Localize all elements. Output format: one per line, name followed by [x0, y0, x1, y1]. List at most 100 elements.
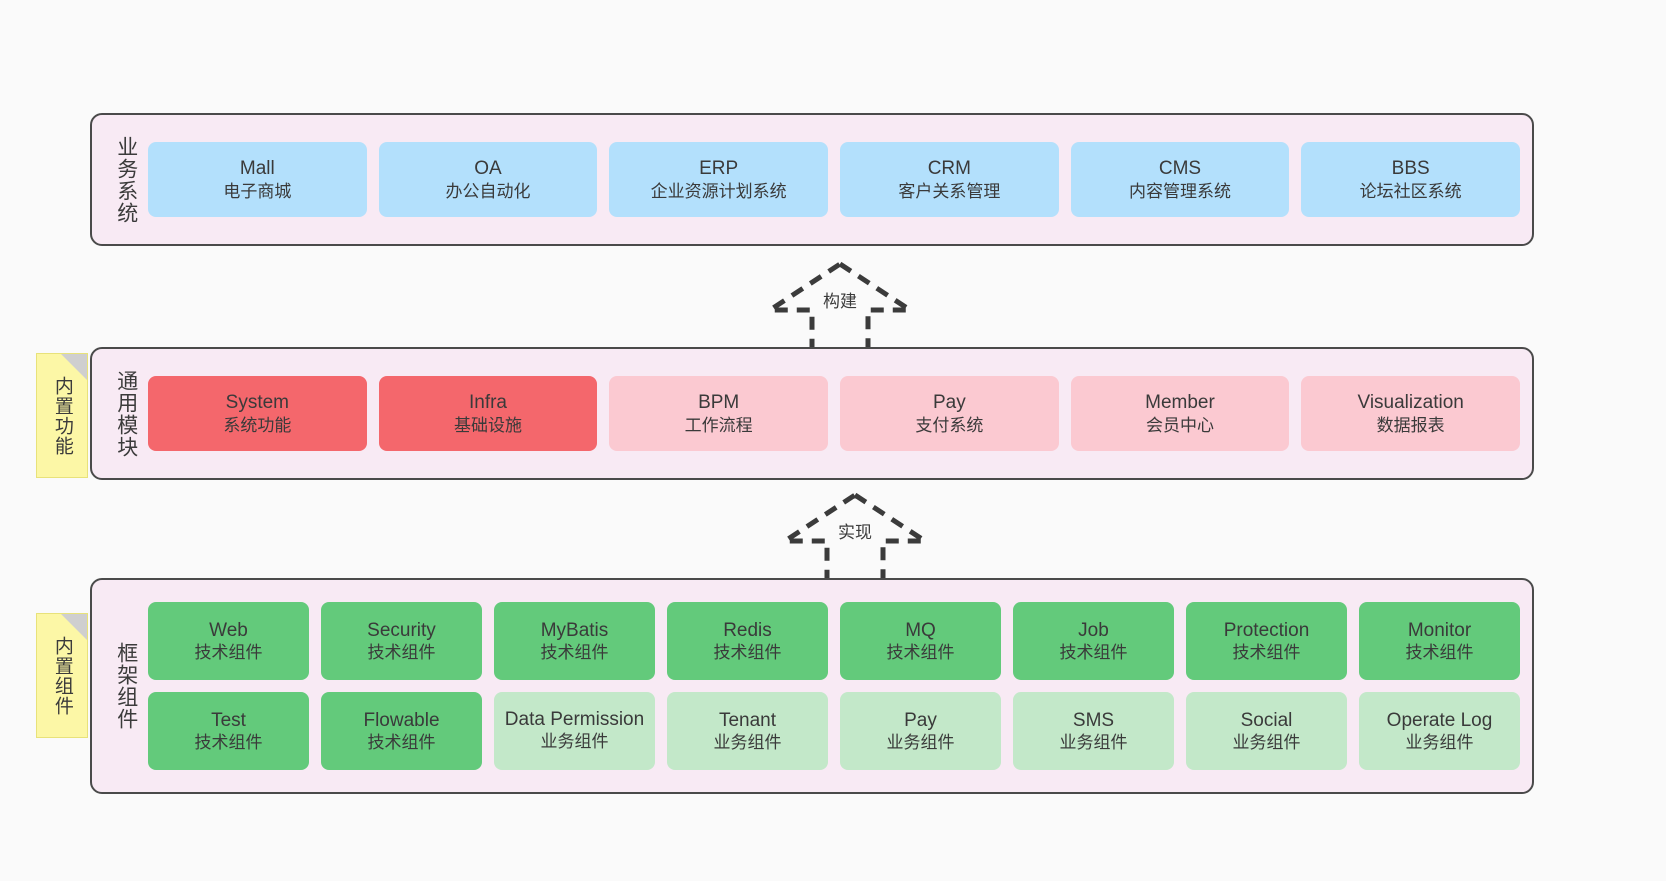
box-subtitle: 支付系统 [915, 415, 984, 435]
box-social[interactable]: Social 业务组件 [1186, 692, 1347, 770]
common-modules-box-grid: System 系统功能 Infra 基础设施 BPM 工作流程 Pay 支付系统… [148, 359, 1520, 468]
box-subtitle: 业务组件 [540, 731, 609, 751]
box-subtitle: 技术组件 [540, 643, 609, 663]
arrow-implement-label: 实现 [836, 518, 874, 543]
box-subtitle: 基础设施 [453, 415, 522, 435]
box-title: Flowable [363, 709, 440, 731]
box-subtitle: 技术组件 [1059, 643, 1128, 663]
box-subtitle: 业务组件 [886, 733, 955, 753]
box-title: Operate Log [1386, 709, 1493, 731]
arrow-build: 构建 [760, 258, 920, 354]
box-sms[interactable]: SMS 业务组件 [1013, 692, 1174, 770]
box-mall[interactable]: Mall 电子商城 [148, 142, 367, 217]
box-title: Pay [904, 709, 937, 731]
box-subtitle: 业务组件 [1232, 733, 1301, 753]
box-subtitle: 业务组件 [1405, 733, 1474, 753]
box-mybatis[interactable]: MyBatis 技术组件 [494, 602, 655, 680]
box-title: Test [211, 709, 246, 731]
box-job[interactable]: Job 技术组件 [1013, 602, 1174, 680]
layer-label-business-system: 业务系统 [114, 135, 138, 224]
box-subtitle: 电子商城 [223, 181, 292, 201]
box-title: Mall [239, 158, 275, 179]
box-title: Visualization [1357, 392, 1464, 413]
box-title: Security [367, 619, 436, 641]
layer-label-framework-components: 框架组件 [114, 642, 138, 730]
box-pay-component[interactable]: Pay 业务组件 [840, 692, 1001, 770]
box-subtitle: 系统功能 [223, 415, 292, 435]
box-cms[interactable]: CMS 内容管理系统 [1070, 142, 1290, 217]
box-subtitle: 技术组件 [367, 733, 436, 753]
box-title: System [225, 392, 289, 413]
box-subtitle: 技术组件 [367, 643, 436, 663]
box-subtitle: 技术组件 [194, 643, 263, 663]
box-subtitle: 工作流程 [684, 415, 753, 435]
box-subtitle: 技术组件 [886, 643, 955, 663]
box-title: ERP [699, 158, 739, 179]
box-subtitle: 办公自动化 [445, 181, 531, 201]
box-title: Web [209, 619, 248, 641]
box-title: Social [1240, 709, 1293, 731]
box-title: MyBatis [540, 619, 609, 641]
box-title: CMS [1158, 158, 1202, 179]
box-title: CRM [927, 158, 971, 179]
box-monitor[interactable]: Monitor 技术组件 [1359, 602, 1520, 680]
box-infra[interactable]: Infra 基础设施 [378, 376, 598, 451]
box-data-permission[interactable]: Data Permission 业务组件 [494, 692, 655, 770]
box-flowable[interactable]: Flowable 技术组件 [321, 692, 482, 770]
box-subtitle: 企业资源计划系统 [650, 181, 787, 201]
box-title: Data Permission [504, 708, 645, 730]
box-security[interactable]: Security 技术组件 [321, 602, 482, 680]
side-tag-label: 内置组件 [51, 635, 73, 716]
side-tag-builtin-components: 内置组件 [36, 613, 88, 738]
box-mq[interactable]: MQ 技术组件 [840, 602, 1001, 680]
box-title: Job [1078, 619, 1109, 641]
arrow-build-label: 构建 [821, 287, 859, 312]
box-system[interactable]: System 系统功能 [148, 376, 367, 451]
box-bpm[interactable]: BPM 工作流程 [609, 376, 828, 451]
box-redis[interactable]: Redis 技术组件 [667, 602, 828, 680]
box-bbs[interactable]: BBS 论坛社区系统 [1301, 142, 1520, 217]
folded-corner-icon [61, 354, 87, 380]
box-title: Infra [468, 392, 507, 413]
box-title: Tenant [718, 709, 777, 731]
box-subtitle: 技术组件 [194, 733, 263, 753]
arrow-implement: 实现 [775, 489, 935, 585]
box-subtitle: 会员中心 [1145, 415, 1214, 435]
box-pay-module[interactable]: Pay 支付系统 [840, 376, 1059, 451]
box-title: MQ [905, 619, 936, 641]
box-erp[interactable]: ERP 企业资源计划系统 [609, 142, 828, 217]
box-subtitle: 技术组件 [1405, 643, 1474, 663]
box-subtitle: 内容管理系统 [1128, 181, 1231, 201]
business-system-box-grid: Mall 电子商城 OA 办公自动化 ERP 企业资源计划系统 CRM 客户关系… [148, 125, 1520, 234]
box-title: Redis [723, 619, 772, 641]
box-visualization[interactable]: Visualization 数据报表 [1301, 376, 1520, 451]
box-operate-log[interactable]: Operate Log 业务组件 [1359, 692, 1520, 770]
framework-components-box-grid: Web 技术组件 Security 技术组件 MyBatis 技术组件 Redi… [148, 590, 1520, 782]
box-oa[interactable]: OA 办公自动化 [378, 142, 598, 217]
box-protection[interactable]: Protection 技术组件 [1186, 602, 1347, 680]
box-tenant[interactable]: Tenant 业务组件 [667, 692, 828, 770]
side-tag-label: 内置功能 [51, 375, 73, 456]
box-title: SMS [1072, 709, 1115, 731]
box-title: Member [1145, 392, 1215, 413]
layer-business-system: 业务系统 Mall 电子商城 OA 办公自动化 ERP 企业资源计划系统 CRM… [90, 113, 1534, 246]
box-subtitle: 业务组件 [713, 733, 782, 753]
layer-framework-components: 框架组件 Web 技术组件 Security 技术组件 MyBatis 技术组件… [90, 578, 1534, 794]
folded-corner-icon [61, 614, 87, 640]
layer-label-common-modules: 通用模块 [114, 369, 138, 458]
box-title: BBS [1391, 158, 1430, 179]
box-title: Pay [932, 392, 966, 413]
box-subtitle: 数据报表 [1376, 415, 1445, 435]
box-test[interactable]: Test 技术组件 [148, 692, 309, 770]
box-title: Monitor [1407, 619, 1472, 641]
box-title: OA [474, 158, 502, 179]
box-crm[interactable]: CRM 客户关系管理 [840, 142, 1059, 217]
box-subtitle: 论坛社区系统 [1359, 181, 1462, 201]
box-web[interactable]: Web 技术组件 [148, 602, 309, 680]
box-subtitle: 技术组件 [713, 643, 782, 663]
box-title: BPM [698, 392, 740, 413]
box-subtitle: 客户关系管理 [898, 181, 1001, 201]
box-member[interactable]: Member 会员中心 [1070, 376, 1290, 451]
side-tag-builtin-features: 内置功能 [36, 353, 88, 478]
